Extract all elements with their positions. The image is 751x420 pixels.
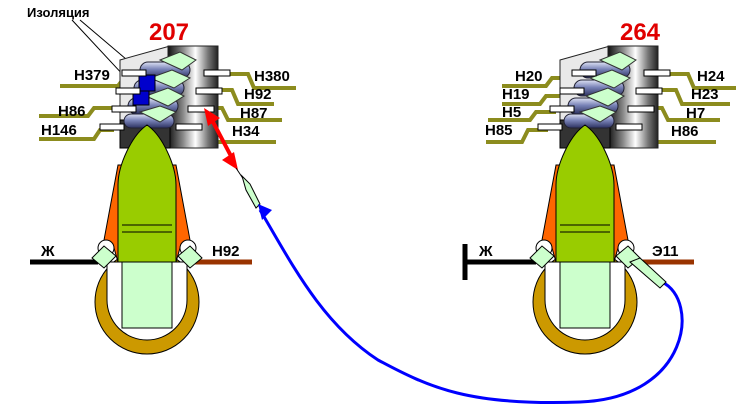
- arm-left-label: Ж: [478, 243, 493, 260]
- probe-right: [629, 257, 667, 289]
- terminal-label: Н85: [485, 122, 513, 139]
- terminal-label: Н34: [232, 123, 260, 140]
- terminal-label: Н20: [515, 68, 543, 85]
- terminal-label: Н19: [502, 86, 530, 103]
- arm-left-label: Ж: [40, 243, 55, 260]
- device-number: 207: [149, 19, 189, 46]
- terminal-label: Н380: [254, 68, 290, 85]
- probe-left: [235, 167, 261, 209]
- double-arrow: [204, 108, 238, 170]
- probe-cable-arrowhead: [258, 204, 272, 220]
- terminal-label: Н86: [58, 103, 86, 120]
- device-207: 207 Изоляция: [27, 5, 296, 355]
- isolation-pad: [138, 74, 156, 92]
- terminal-label: Н379: [74, 67, 110, 84]
- device-number: 264: [620, 19, 661, 46]
- arm-right-label: Э11: [652, 243, 679, 260]
- terminal-label: Н7: [686, 105, 705, 122]
- terminal-label: Н24: [697, 68, 725, 85]
- terminal-label: Н146: [41, 122, 77, 139]
- terminal-block: [99, 45, 231, 149]
- arm-right-label: Н92: [212, 243, 240, 260]
- terminal-label: Н5: [502, 104, 521, 121]
- device-264: 264: [462, 19, 736, 355]
- terminal-label: Н86: [671, 123, 699, 140]
- terminal-label: Н23: [691, 86, 719, 103]
- terminal-label: Н92: [244, 86, 272, 103]
- terminal-label: Н87: [240, 105, 268, 122]
- isolation-label: Изоляция: [27, 5, 90, 20]
- probe-cable: [258, 209, 684, 405]
